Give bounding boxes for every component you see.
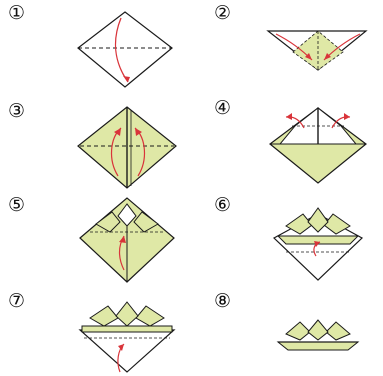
step-number-5: ⑤	[8, 194, 26, 216]
step-number-3: ③	[8, 100, 26, 122]
step-number-4: ④	[214, 97, 232, 119]
step-number-1: ①	[8, 2, 26, 24]
step-number-7: ⑦	[8, 290, 26, 312]
step-number-8: ⑧	[214, 290, 232, 312]
step-number-2: ②	[214, 2, 232, 24]
step-number-6: ⑥	[214, 194, 232, 216]
